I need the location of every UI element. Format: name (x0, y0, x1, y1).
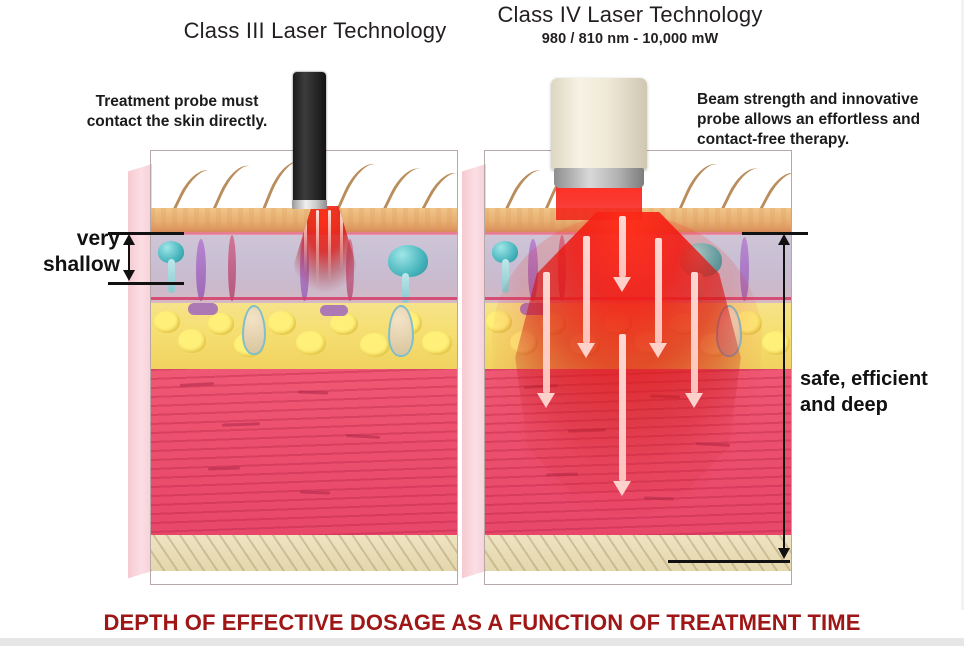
gland-duct (168, 259, 175, 293)
muscle-stria (207, 466, 241, 471)
figure-caption: DEPTH OF EFFECTIVE DOSAGE AS A FUNCTION … (103, 610, 861, 635)
muscle-stria (221, 422, 261, 427)
blood-vessel (740, 237, 749, 301)
penetration-arrow (648, 238, 668, 358)
layer-epidermis (150, 208, 458, 234)
depth-label-line: and deep (800, 394, 888, 416)
depth-label-line: shallow (42, 253, 120, 276)
depth-label-shallow: very shallow (14, 226, 120, 278)
bracket-shaft (783, 240, 785, 554)
fat-lobule (208, 313, 234, 335)
beam-ray (328, 210, 331, 282)
fat-lobule (330, 313, 358, 335)
depth-label-deep: safe, efficient and deep (800, 366, 964, 418)
beam-ray (304, 212, 307, 274)
depth-label-line: very (76, 227, 120, 250)
fat-lobule (178, 329, 206, 353)
panel-subtitle-class-iv: 980 / 810 nm - 10,000 mW (541, 31, 719, 47)
bracket-arrowhead-down (123, 270, 135, 281)
bracket-tick-bottom (108, 282, 184, 285)
blood-vessel (196, 239, 206, 301)
bracket-arrowhead-up (778, 234, 790, 245)
sweat-gland-icon (158, 241, 184, 263)
muscle-stria (297, 390, 329, 395)
penetration-arrow (536, 272, 556, 408)
penetration-arrow (612, 216, 632, 292)
bracket-arrowhead-down (778, 548, 790, 559)
fat-lobule (154, 311, 180, 333)
muscle-stria (179, 382, 215, 387)
probe-class-iv[interactable] (551, 78, 647, 170)
gland-duct (502, 259, 509, 293)
sweat-gland-icon (388, 245, 428, 277)
panel-title-class-iv: Class IV Laser Technology (497, 2, 763, 27)
fat-lobule (360, 333, 390, 357)
muscle-stria (299, 490, 331, 495)
block-side-face (462, 164, 486, 579)
note-line: contact the skin directly. (86, 113, 268, 130)
bracket-tick-top (108, 232, 184, 235)
fat-lobule (486, 311, 512, 333)
block-front-face (150, 150, 458, 585)
depth-label-line: safe, efficient (800, 368, 928, 390)
note-line: Treatment probe must (95, 93, 259, 110)
note-line: Beam strength and innovative (697, 91, 919, 108)
muscle-stria (345, 434, 381, 439)
note-line: probe allows an effortless and (697, 111, 921, 128)
right-edge-strip (961, 0, 964, 610)
fat-lobule (422, 331, 452, 355)
layer-bone (150, 535, 458, 571)
fat-lobule (296, 331, 326, 355)
hair-follicle (242, 305, 266, 355)
skin-block-class-iii (128, 150, 458, 585)
layer-bone (484, 535, 792, 571)
penetration-arrow (612, 334, 632, 496)
bracket-shaft (128, 240, 130, 276)
layer-muscle (150, 369, 458, 535)
layer-subcutaneous-fat (150, 303, 458, 371)
blood-vessel (228, 235, 236, 301)
blood-vessel (320, 305, 348, 316)
fat-lobule (762, 331, 790, 355)
gland-duct (402, 273, 409, 303)
penetration-arrow (576, 236, 596, 358)
probe-ring-class-iv (554, 168, 644, 188)
note-line: contact-free therapy. (697, 131, 850, 148)
beam-ray (316, 210, 319, 286)
hair-follicle (388, 305, 414, 357)
probe-tip-class-iii (292, 200, 327, 209)
beam-ray (340, 212, 343, 270)
note-class-iii: Treatment probe must contact the skin di… (62, 92, 292, 132)
laser-beam-class-iv (515, 212, 741, 492)
fat-lobule (268, 311, 296, 335)
blood-vessel (188, 303, 218, 315)
penetration-arrow (684, 272, 704, 408)
sweat-gland-icon (492, 241, 518, 263)
bracket-arrowhead-up (123, 234, 135, 245)
footer-bar (0, 638, 964, 646)
blood-vessel (528, 239, 538, 301)
bracket-tick-bottom (668, 560, 790, 563)
probe-class-iii[interactable] (293, 72, 326, 206)
panel-title-class-iii: Class III Laser Technology (183, 18, 447, 43)
bracket-tick-top (742, 232, 808, 235)
block-side-face (128, 164, 152, 579)
note-class-iv: Beam strength and innovative probe allow… (697, 90, 959, 150)
